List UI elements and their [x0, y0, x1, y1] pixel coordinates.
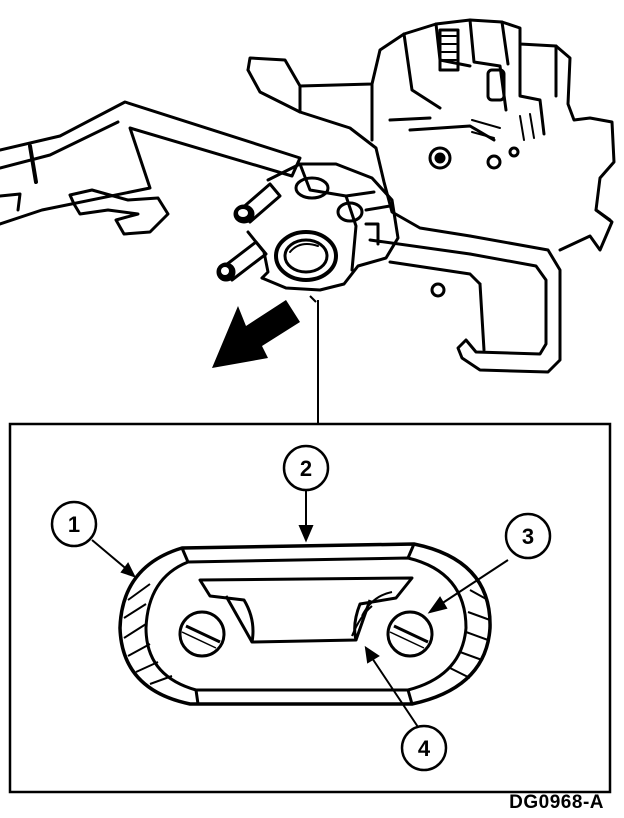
callout-1: 1: [50, 500, 98, 548]
callout-leaders: [91, 488, 509, 731]
steering-column-assembly: [0, 18, 616, 374]
detail-inset-frame: [8, 422, 612, 794]
bearing-sleeve-detail: [118, 542, 492, 706]
callout-4-label: 4: [418, 736, 431, 761]
detail-leader-line: [309, 295, 319, 424]
callout-2-label: 2: [300, 456, 312, 481]
callout-1-label: 1: [68, 512, 80, 537]
callout-3-label: 3: [522, 524, 534, 549]
figure-reference-code: DG0968-A: [509, 792, 604, 813]
callout-3: 3: [504, 512, 552, 560]
direction-arrow: [212, 300, 300, 368]
callout-4: 4: [400, 724, 448, 772]
callout-2: 2: [282, 444, 330, 492]
